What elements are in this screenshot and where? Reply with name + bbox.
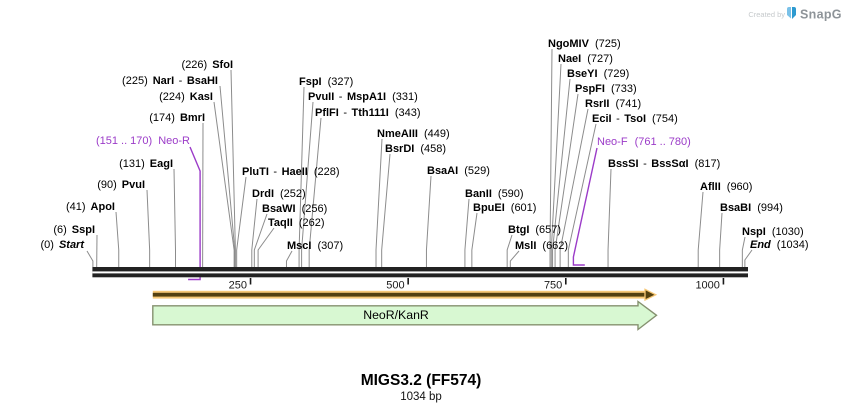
site-label-bmri[interactable]: (174)BmrI: [149, 112, 205, 124]
ruler-label-750: 750: [544, 280, 562, 292]
site-connectors: [86, 48, 753, 281]
primer-mark-neo-r[interactable]: [188, 146, 201, 281]
site-connector-eagi: [173, 168, 176, 267]
feature-neor-kanr[interactable]: NeoR/KanR: [152, 300, 658, 331]
site-connector-pvui: [146, 189, 151, 267]
ruler-tick-750: [564, 278, 567, 285]
site-label-kasi[interactable]: (224)KasI: [159, 91, 213, 103]
orf-arrow-core: [152, 292, 646, 297]
site-connector-pluti-haeii: [236, 176, 247, 267]
site-connector-msci: [285, 250, 293, 267]
primer-label-neo-r[interactable]: (151 .. 170)Neo-R: [96, 135, 190, 147]
site-connector-bsssi-bsss-i: [607, 168, 612, 267]
site-label-end[interactable]: End(1034): [750, 239, 809, 251]
site-label-drdi[interactable]: DrdI(252): [252, 188, 306, 200]
site-label-sfoi[interactable]: (226)SfoI: [182, 59, 233, 71]
site-label-fspi[interactable]: FspI(327): [299, 76, 353, 88]
site-connector-start: [86, 250, 94, 267]
site-connector-msli: [509, 250, 520, 267]
ruler-tick-1000: [722, 278, 725, 285]
site-connector-apoi: [115, 211, 120, 267]
site-connector-btgi: [506, 234, 513, 267]
site-label-apoi[interactable]: (41)ApoI: [66, 201, 115, 213]
created-by-text: Created by: [748, 10, 785, 19]
site-connector-bseyi: [552, 78, 571, 267]
site-label-btgi[interactable]: BtgI(657): [508, 224, 561, 236]
site-connector-bsrdi: [381, 153, 391, 267]
site-connector-banii: [464, 198, 470, 267]
site-connector-end: [744, 249, 753, 267]
site-connector-nmeaiii: [375, 138, 383, 267]
site-label-taqii[interactable]: TaqII(262): [268, 217, 325, 229]
primer-label-neo-f[interactable]: Neo-F(761 .. 780): [597, 136, 691, 148]
site-connector-sfoi: [230, 69, 236, 267]
site-label-ecii-tsoi[interactable]: EciI-TsoI(754): [592, 113, 678, 125]
snapgene-watermark: Created by SnapGene: [748, 7, 842, 22]
site-label-bsabi[interactable]: BsaBI(994): [720, 202, 783, 214]
site-label-nari-bsahi[interactable]: (225)NarI-BsaHI: [122, 75, 218, 87]
site-labels: (0)Start (6)SspI (41)ApoI (90)PvuI (131)EagI…: [40, 38, 808, 252]
site-label-pluti-haeii[interactable]: PluTI-HaeII(228): [242, 166, 340, 178]
site-connector-pflfi-tth111i: [308, 117, 322, 267]
snapgene-logo-icon: [787, 7, 796, 19]
site-connector-naei: [550, 63, 562, 267]
site-label-naei[interactable]: NaeI(727): [558, 53, 613, 65]
site-connector-nari-bsahi: [219, 85, 236, 267]
sequence-line[interactable]: [92, 267, 748, 278]
site-label-pvuii-mspa1i[interactable]: PvuII-MspA1I(331): [308, 91, 418, 103]
site-connector-kasi: [213, 101, 235, 267]
map-title: MIGS3.2 (FF574): [361, 372, 482, 389]
ruler-label-250: 250: [229, 280, 247, 292]
ruler-tick-250: [249, 278, 252, 285]
ruler: 250 500 750 1000: [229, 278, 725, 292]
site-connector-pvuii-mspa1i: [301, 101, 314, 267]
site-connector-ngomiv: [549, 48, 553, 267]
site-connector-drdi: [251, 198, 258, 267]
map-length: 1034 bp: [400, 391, 442, 403]
site-label-msci[interactable]: MscI(307): [287, 240, 343, 252]
site-label-bsssi-bsss-i[interactable]: BssSI-BssSαI(817): [608, 158, 720, 170]
site-connector-bsaai: [425, 175, 432, 267]
site-connector-aflii: [697, 191, 704, 267]
site-label-nmeaiii[interactable]: NmeAIII(449): [377, 128, 450, 140]
site-label-msli[interactable]: MslI(662): [515, 240, 568, 252]
site-label-eagi[interactable]: (131)EagI: [119, 158, 173, 170]
site-connector-fspi: [298, 86, 305, 267]
site-label-bseyi[interactable]: BseYI(729): [567, 68, 629, 80]
site-label-bsrdi[interactable]: BsrDI(458): [385, 143, 446, 155]
orf-arrow[interactable]: [152, 288, 658, 302]
site-label-pvui[interactable]: (90)PvuI: [97, 179, 145, 191]
site-connector-bpuei: [471, 212, 478, 267]
ruler-tick-500: [407, 278, 409, 285]
site-label-rsrii[interactable]: RsrII(741): [585, 98, 641, 110]
feature-arrow-shape: [152, 300, 658, 331]
site-label-bsaai[interactable]: BsaAI(529): [427, 165, 490, 177]
site-connector-ecii-tsoi: [567, 123, 597, 267]
site-label-ngomiv[interactable]: NgoMIV(725): [548, 38, 621, 50]
primer-mark-neo-f[interactable]: [572, 147, 598, 266]
site-connector-taqii: [257, 227, 275, 267]
site-connector-pspfi: [554, 93, 579, 267]
site-label-nspi[interactable]: NspI(1030): [742, 226, 804, 238]
snapgene-brand-text: SnapGene: [800, 8, 842, 22]
site-connector-bsabi: [719, 212, 723, 267]
ruler-label-500: 500: [386, 280, 404, 292]
site-connector-bsawi: [253, 213, 268, 267]
feature-label: NeoR/KanR: [363, 308, 429, 322]
site-label-bsawi[interactable]: BsaWI(256): [262, 203, 327, 215]
site-label-banii[interactable]: BanII(590): [465, 188, 524, 200]
site-label-sspi[interactable]: (6)SspI: [53, 224, 95, 236]
site-connector-nspi: [741, 236, 746, 267]
site-label-pflfi-tth111i[interactable]: PflFI-Tth111I(343): [315, 107, 421, 119]
orf-arrowhead: [644, 288, 658, 302]
site-label-aflii[interactable]: AflII(960): [700, 181, 752, 193]
site-label-start[interactable]: (0)Start: [40, 239, 85, 251]
ruler-label-1000: 1000: [695, 280, 719, 292]
site-connector-rsrii: [559, 108, 589, 267]
site-label-bpuei[interactable]: BpuEI(601): [473, 202, 536, 214]
site-label-pspfi[interactable]: PspFI(733): [575, 83, 637, 95]
